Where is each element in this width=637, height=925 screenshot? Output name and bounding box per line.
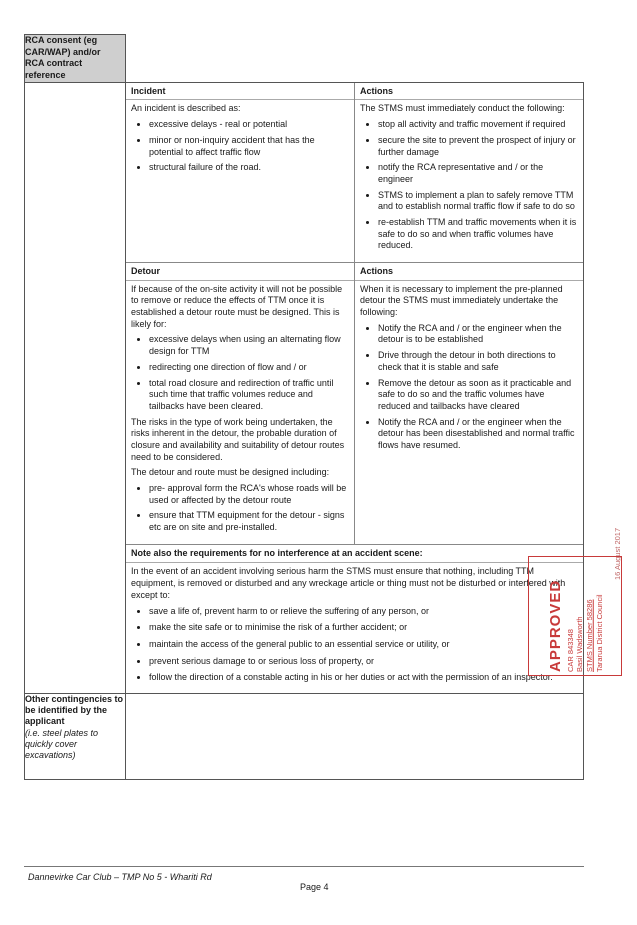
list-item: total road closure and redirection of tr… bbox=[149, 378, 349, 413]
footer-divider bbox=[24, 866, 584, 867]
footer-page-number: Page 4 bbox=[300, 882, 329, 892]
list-item: secure the site to prevent the prospect … bbox=[378, 135, 578, 158]
incident-cell: Incident An incident is described as: ex… bbox=[126, 82, 355, 263]
detour-actions-intro: When it is necessary to implement the pr… bbox=[360, 283, 563, 318]
other-contingencies-value bbox=[125, 692, 584, 780]
incident-actions-list: stop all activity and traffic movement i… bbox=[360, 119, 578, 252]
incident-actions-intro: The STMS must immediately conduct the fo… bbox=[360, 103, 565, 114]
stamp-name: Basil Wadsworth bbox=[575, 616, 584, 672]
list-item: redirecting one direction of flow and / … bbox=[149, 362, 349, 374]
list-item: STMS to implement a plan to safely remov… bbox=[378, 190, 578, 213]
detour-actions-title: Actions bbox=[355, 263, 583, 281]
stamp-approved-word: APPROVED bbox=[546, 579, 564, 672]
list-item: Notify the RCA and / or the engineer whe… bbox=[378, 323, 578, 346]
stamp-date: 16 August 2017 bbox=[613, 527, 622, 580]
list-item: excessive delays when using an alternati… bbox=[149, 334, 349, 357]
list-item: structural failure of the road. bbox=[149, 162, 349, 174]
other-contingencies-bold: Other contingencies to be identified by … bbox=[25, 693, 124, 727]
list-item: re-establish TTM and traffic movements w… bbox=[378, 217, 578, 252]
stamp-stms-number: STMS Number 58286 bbox=[584, 599, 594, 672]
detour-risks-paragraph: The risks in the type of work being unde… bbox=[131, 416, 345, 462]
detour-intro: If because of the on-site activity it wi… bbox=[131, 283, 343, 329]
other-contingencies-italic: (i.e. steel plates to quickly cover exca… bbox=[25, 727, 99, 761]
approved-stamp: APPROVED CAR 843348 Basil Wadsworth STMS… bbox=[528, 556, 622, 676]
header-label: RCA consent (eg CAR/WAP) and/or RCA cont… bbox=[24, 34, 126, 83]
note-title: Note also the requirements for no interf… bbox=[126, 543, 583, 564]
incident-detour-table: Incident An incident is described as: ex… bbox=[126, 82, 583, 544]
list-item: save a life of, prevent harm to or relie… bbox=[149, 606, 578, 618]
list-item: ensure that TTM equipment for the detour… bbox=[149, 510, 349, 533]
list-item: excessive delays - real or potential bbox=[149, 119, 349, 131]
note-list: save a life of, prevent harm to or relie… bbox=[131, 606, 578, 684]
other-contingencies-label: Other contingencies to be identified by … bbox=[24, 692, 126, 780]
detour-actions-list: Notify the RCA and / or the engineer whe… bbox=[360, 323, 578, 452]
list-item: notify the RCA representative and / or t… bbox=[378, 162, 578, 185]
list-item: minor or non-inquiry accident that has t… bbox=[149, 135, 349, 158]
incident-intro: An incident is described as: bbox=[131, 103, 241, 114]
stamp-council: Tararua District Council bbox=[594, 594, 604, 672]
list-item: Drive through the detour in both directi… bbox=[378, 350, 578, 373]
header-label-line2: RCA contract reference bbox=[25, 58, 83, 81]
detour-list: excessive delays when using an alternati… bbox=[131, 334, 349, 412]
note-intro: In the event of an accident involving se… bbox=[131, 566, 566, 600]
detour-design-list: pre- approval form the RCA's whose roads… bbox=[131, 483, 349, 534]
list-item: Notify the RCA and / or the engineer whe… bbox=[378, 417, 578, 452]
incident-actions-title: Actions bbox=[355, 83, 583, 101]
tmp-table: RCA consent (eg CAR/WAP) and/or RCA cont… bbox=[24, 34, 584, 780]
contingency-label-cell bbox=[24, 81, 126, 694]
incident-actions-cell: Actions The STMS must immediately conduc… bbox=[355, 83, 583, 263]
detour-actions-cell: Actions When it is necessary to implemen… bbox=[354, 261, 583, 544]
list-item: maintain the access of the general publi… bbox=[149, 639, 578, 651]
header-value bbox=[125, 34, 584, 83]
list-item: make the site safe or to minimise the ri… bbox=[149, 622, 578, 634]
detour-title: Detour bbox=[126, 263, 354, 281]
list-item: prevent serious damage to or serious los… bbox=[149, 656, 578, 668]
list-item: pre- approval form the RCA's whose roads… bbox=[149, 483, 349, 506]
footer-document-title: Dannevirke Car Club – TMP No 5 - Whariti… bbox=[28, 872, 212, 882]
incident-title: Incident bbox=[126, 83, 354, 101]
stamp-car-number: CAR 843348 bbox=[565, 629, 575, 672]
detour-cell: Detour If because of the on-site activit… bbox=[126, 261, 355, 544]
detour-design-paragraph: The detour and route must be designed in… bbox=[131, 467, 330, 478]
contingency-content: Incident An incident is described as: ex… bbox=[125, 81, 584, 694]
list-item: stop all activity and traffic movement i… bbox=[378, 119, 578, 131]
list-item: follow the direction of a constable acti… bbox=[149, 672, 578, 684]
list-item: Remove the detour as soon as it practica… bbox=[378, 378, 578, 413]
incident-list: excessive delays - real or potential min… bbox=[131, 119, 349, 174]
header-label-line1: RCA consent (eg CAR/WAP) and/or bbox=[25, 35, 101, 57]
note-body: In the event of an accident involving se… bbox=[126, 563, 583, 693]
